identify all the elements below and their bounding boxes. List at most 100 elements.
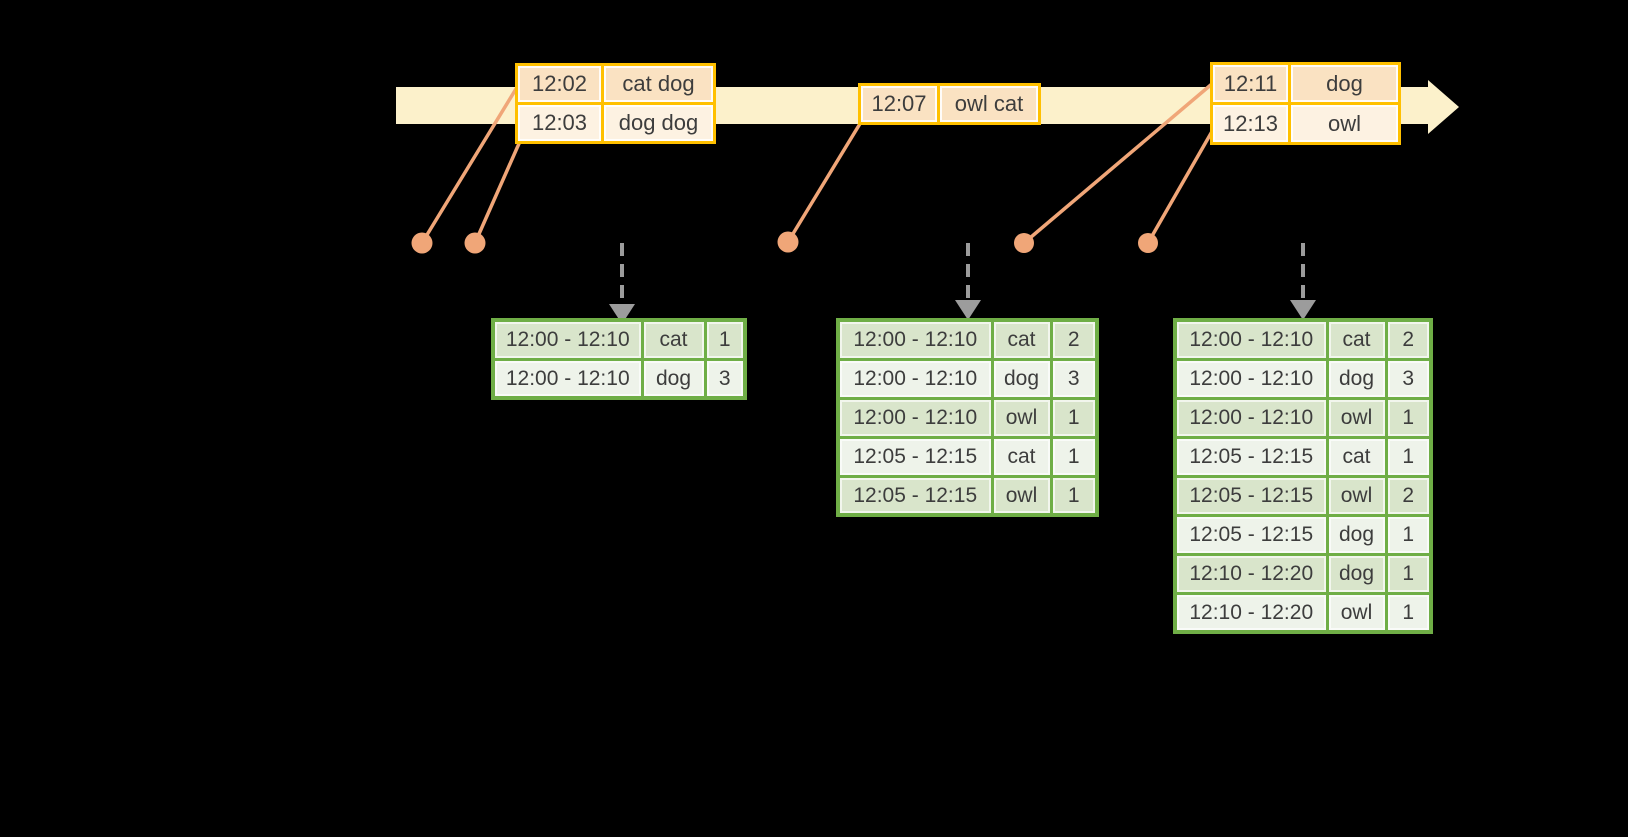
event-dot-icon [777, 231, 799, 253]
event-dot-icon [464, 232, 486, 254]
table-cell: 12:05 - 12:15 [1173, 474, 1329, 517]
table-cell: 12:00 - 12:10 [836, 357, 994, 400]
trigger-arrowheads [609, 300, 1316, 324]
table-cell: 1 [1384, 552, 1433, 595]
table-cell: dog [990, 357, 1053, 400]
table-cell: 12:10 - 12:20 [1173, 552, 1329, 595]
event-dot-icon [1138, 233, 1158, 253]
table-cell: 12:05 - 12:15 [1173, 435, 1329, 478]
table-cell: 2 [1384, 318, 1433, 361]
table-cell: 12:03 [515, 102, 604, 144]
trigger-arrows [620, 243, 1305, 305]
leader-line [420, 83, 521, 244]
table-cell: cat dog [601, 63, 716, 105]
leader-line [1146, 127, 1216, 244]
table-cell: owl [1325, 396, 1388, 439]
table-cell: 12:07 [858, 83, 940, 125]
table-cell: 1 [703, 318, 747, 361]
table-cell: owl [1325, 474, 1388, 517]
event-dot-icon [411, 232, 433, 254]
table-cell: 12:00 - 12:10 [491, 318, 644, 361]
table-cell: 12:00 - 12:10 [1173, 318, 1329, 361]
table-cell: 12:05 - 12:15 [836, 435, 994, 478]
event-dot-icon [1014, 233, 1034, 253]
table-cell: owl [1325, 591, 1388, 634]
table-cell: 3 [1049, 357, 1099, 400]
table-cell: 1 [1049, 474, 1099, 517]
table-cell: 1 [1384, 591, 1433, 634]
table-cell: 12:00 - 12:10 [836, 396, 994, 439]
table-cell: 1 [1384, 396, 1433, 439]
table-cell: 3 [1384, 357, 1433, 400]
table-cell: dog [1325, 552, 1388, 595]
event-dots [411, 231, 1158, 254]
table-cell: 1 [1384, 513, 1433, 556]
arrowhead-down-icon [1290, 300, 1316, 320]
table-cell: cat [1325, 318, 1388, 361]
leader-line [1022, 81, 1215, 245]
table-cell: owl cat [937, 83, 1041, 125]
arrowhead-down-icon [609, 304, 635, 324]
table-cell: 12:00 - 12:10 [491, 357, 644, 400]
table-cell: 12:00 - 12:10 [836, 318, 994, 361]
table-cell: owl [990, 396, 1053, 439]
table-cell: 12:05 - 12:15 [1173, 513, 1329, 556]
table-cell: 12:00 - 12:10 [1173, 396, 1329, 439]
table-cell: dog [640, 357, 707, 400]
table-cell: 1 [1384, 435, 1433, 478]
leader-lines [420, 81, 1216, 245]
table-cell: 12:10 - 12:20 [1173, 591, 1329, 634]
table-cell: 3 [703, 357, 747, 400]
table-cell: owl [1288, 102, 1401, 145]
table-cell: owl [990, 474, 1053, 517]
table-cell: dog [1288, 62, 1401, 105]
table-cell: cat [640, 318, 707, 361]
table-cell: 1 [1049, 435, 1099, 478]
table-cell: dog dog [601, 102, 716, 144]
table-cell: 12:13 [1210, 102, 1291, 145]
table-cell: cat [990, 318, 1053, 361]
table-cell: 12:11 [1210, 62, 1291, 105]
table-cell: 2 [1049, 318, 1099, 361]
table-cell: 2 [1384, 474, 1433, 517]
table-cell: 12:05 - 12:15 [836, 474, 994, 517]
leader-line [786, 121, 863, 243]
table-cell: 1 [1049, 396, 1099, 439]
table-cell: cat [990, 435, 1053, 478]
table-cell: dog [1325, 513, 1388, 556]
timeline-arrowhead-icon [1428, 80, 1459, 134]
table-cell: cat [1325, 435, 1388, 478]
table-cell: dog [1325, 357, 1388, 400]
table-cell: 12:02 [515, 63, 604, 105]
table-cell: 12:00 - 12:10 [1173, 357, 1329, 400]
leader-line [473, 138, 523, 244]
